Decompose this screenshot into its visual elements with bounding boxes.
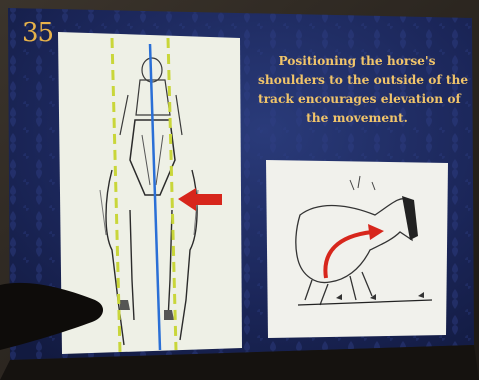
horse-side-view-sketch	[266, 160, 448, 338]
